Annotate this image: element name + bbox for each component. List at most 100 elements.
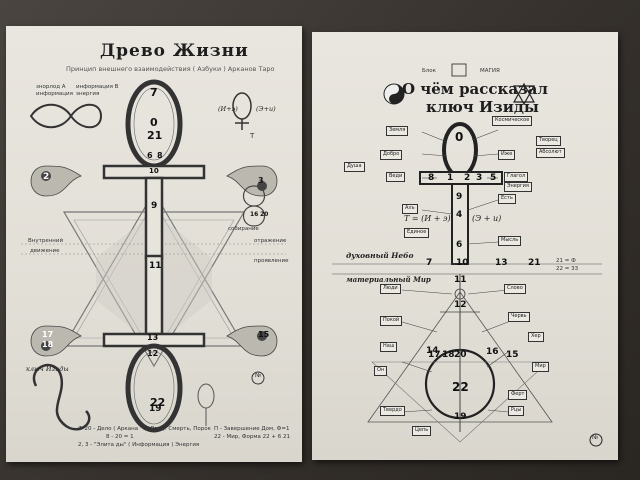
- box-tvorets: Творец: [536, 136, 561, 146]
- number-1: 1: [447, 173, 454, 183]
- left-sheet-title: Древо Жизни: [100, 41, 249, 61]
- box-lyudi: Люди: [380, 284, 401, 294]
- lower-ankh-loop: [125, 343, 183, 433]
- label-information-a: информация: [36, 91, 73, 97]
- label-knowledge-a: знорлод А: [36, 84, 66, 90]
- box-mir: Мир: [532, 362, 549, 372]
- number-17: 17: [42, 330, 54, 339]
- right-title-line2: ключ Изиды: [426, 98, 539, 116]
- formula-left: (И+э): [218, 105, 238, 113]
- number-3: 3: [476, 173, 483, 183]
- number-4: 4: [456, 210, 463, 220]
- number-2: 2: [43, 172, 50, 182]
- box-glagol: Глагол: [504, 172, 529, 182]
- number-21: 21: [528, 258, 541, 268]
- bottom-right-note-1: П - Завершение Дом, Ф=1: [214, 426, 290, 432]
- level-material: материальный Мир: [346, 275, 431, 284]
- number-14: 14: [426, 346, 439, 356]
- number-11: 11: [454, 275, 467, 285]
- number-6: 6: [456, 240, 463, 250]
- number-19: 19: [454, 412, 467, 422]
- side-right-2: 22 = 33: [556, 266, 579, 272]
- box-pokoy: Покой: [380, 316, 403, 326]
- number-0: 0: [150, 116, 158, 129]
- number-8: 8: [428, 173, 435, 183]
- left-stamp-label: №: [255, 372, 262, 379]
- side-right-1: 21 = Ф: [556, 258, 576, 264]
- box-edinoe: Единое: [404, 228, 430, 238]
- number-10: 10: [456, 258, 469, 268]
- number-9: 9: [456, 192, 463, 202]
- number-20: 20: [454, 350, 467, 360]
- number-3: 3: [258, 176, 264, 185]
- number-5: 5: [490, 173, 497, 183]
- box-tsep: Цепь: [412, 426, 432, 436]
- key-label: ключ Изиды: [26, 365, 69, 373]
- box-on: Он: [374, 366, 388, 376]
- number-16: 16: [486, 347, 499, 357]
- box-nash: Наш: [380, 342, 398, 352]
- number-15: 15: [258, 330, 270, 339]
- bottom-note-3: 2, 3 - "Элита ды" ( Информация ) Энергия: [78, 442, 200, 448]
- number-13: 13: [495, 258, 508, 268]
- number-15: 15: [506, 350, 519, 360]
- number-7: 7: [150, 86, 158, 99]
- box-dobro: Добро: [380, 150, 403, 160]
- level-spiritual: духовный Небо: [346, 251, 414, 260]
- tree-of-life-diagram: [21, 79, 286, 433]
- right-sheet: О чём рассказал ключ Изиды Блок МАГИЯ: [312, 32, 618, 460]
- left-sheet: Древо Жизни Принцип внешнего взаимодейст…: [6, 26, 302, 462]
- number-12: 12: [147, 349, 159, 358]
- yin-yang-left-upper: [30, 165, 82, 197]
- box-kher: Хер: [528, 332, 544, 342]
- box-absolyut: Абсолют: [536, 148, 565, 158]
- number-20: 20: [260, 211, 269, 218]
- label-movement: движение: [30, 248, 60, 254]
- box-slovo: Слово: [504, 284, 526, 294]
- number-9: 9: [151, 201, 158, 211]
- box-energiya: Энергия: [504, 182, 532, 192]
- number-12: 12: [454, 300, 467, 310]
- key-of-isis-figure: [32, 364, 91, 431]
- formula-right: (Э+и): [256, 105, 276, 113]
- box-tverdo: Твердо: [380, 406, 405, 416]
- label-reflection: отражение: [254, 238, 287, 244]
- infinity-knot-icon: [29, 103, 103, 129]
- number-18: 18: [42, 340, 54, 349]
- number-19: 19: [149, 404, 162, 414]
- formula-secondary: (Э + и): [472, 214, 502, 223]
- bottom-note-2: 8 - 20 = 1: [106, 434, 134, 440]
- label-gathering: собирание: [228, 226, 259, 232]
- label-energy: энергия: [76, 91, 100, 97]
- number-6: 6: [147, 151, 153, 160]
- number-17: 17: [428, 350, 441, 360]
- box-est: Есть: [498, 194, 516, 204]
- number-7: 7: [426, 258, 433, 268]
- number-13: 13: [147, 333, 159, 342]
- stamp-icon: [589, 433, 603, 447]
- stamp-icon: [251, 371, 265, 385]
- number-22: 22: [452, 380, 469, 394]
- number-21: 21: [147, 129, 163, 142]
- number-18: 18: [442, 350, 455, 360]
- number-2: 2: [464, 173, 471, 183]
- label-inner: Внутренний: [28, 238, 64, 244]
- bottom-note-1: Ф 20 - Дело ( Аркана "Т" Дао ). Смерть, …: [78, 426, 211, 432]
- header-small-2: МАГИЯ: [480, 68, 500, 74]
- left-sheet-subtitle: Принцип внешнего взаимодействия ( Азбуки…: [66, 65, 275, 73]
- key-of-isis-diagram: [332, 63, 603, 447]
- box-kosmicheskoe: Космическое: [492, 116, 533, 126]
- box-izhe: Иже: [498, 150, 516, 160]
- box-fert: Ферт: [508, 390, 528, 400]
- triangle-icon: [512, 82, 536, 103]
- number-8: 8: [157, 151, 163, 160]
- box-zemlya: Земля: [386, 126, 409, 136]
- right-stamp-label: №: [592, 434, 599, 441]
- formula-main: T = (И + э): [404, 214, 451, 223]
- header-small-1: Блок: [422, 68, 436, 74]
- box-rtsy: Рцы: [508, 406, 525, 416]
- box-vedi: Веди: [386, 172, 406, 182]
- number-11: 11: [149, 261, 162, 271]
- box-cherv: Червь: [508, 312, 530, 322]
- upper-stem: [144, 176, 164, 260]
